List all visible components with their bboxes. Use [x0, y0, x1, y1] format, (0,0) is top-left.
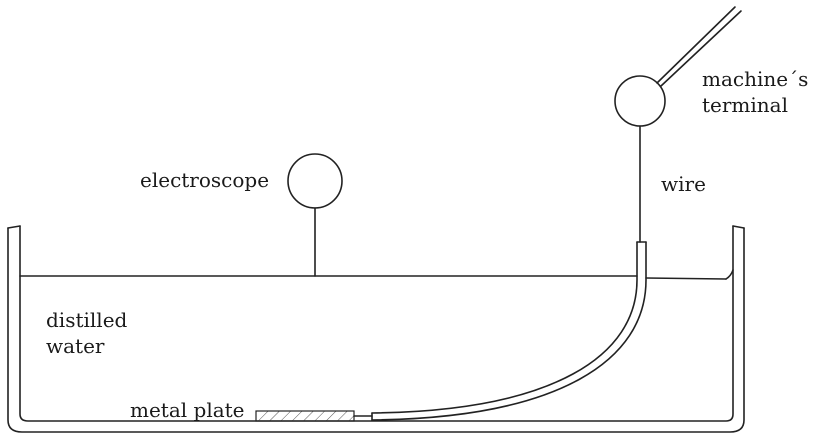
distilled-water-label-line2: water [46, 334, 105, 358]
terminal-lead-2 [660, 10, 742, 87]
distilled-water-label: distilled water [46, 307, 127, 359]
water-surface-right [645, 277, 727, 280]
insulated-tube-outer [371, 241, 647, 421]
electroscope-sphere [287, 153, 343, 209]
machine-terminal-label: machine´s terminal [702, 66, 808, 118]
electroscope-label: electroscope [140, 168, 270, 192]
metal-plate-label: metal plate [130, 398, 245, 422]
water-surface-right-meniscus [725, 269, 734, 280]
distilled-water-label-line1: distilled [46, 308, 128, 332]
tank-right-rim [732, 225, 745, 229]
terminal-lead-1 [656, 6, 736, 84]
tank-left-rim [7, 225, 21, 229]
metal-plate [255, 410, 355, 422]
tank-outer-wall [7, 227, 745, 433]
tank-inner-wall [19, 225, 734, 422]
insulated-tube-inner [371, 241, 638, 414]
machine-terminal-label-line1: machine´s [702, 67, 809, 91]
machine-terminal-label-line2: terminal [702, 93, 788, 117]
wire-label: wire [661, 172, 706, 196]
